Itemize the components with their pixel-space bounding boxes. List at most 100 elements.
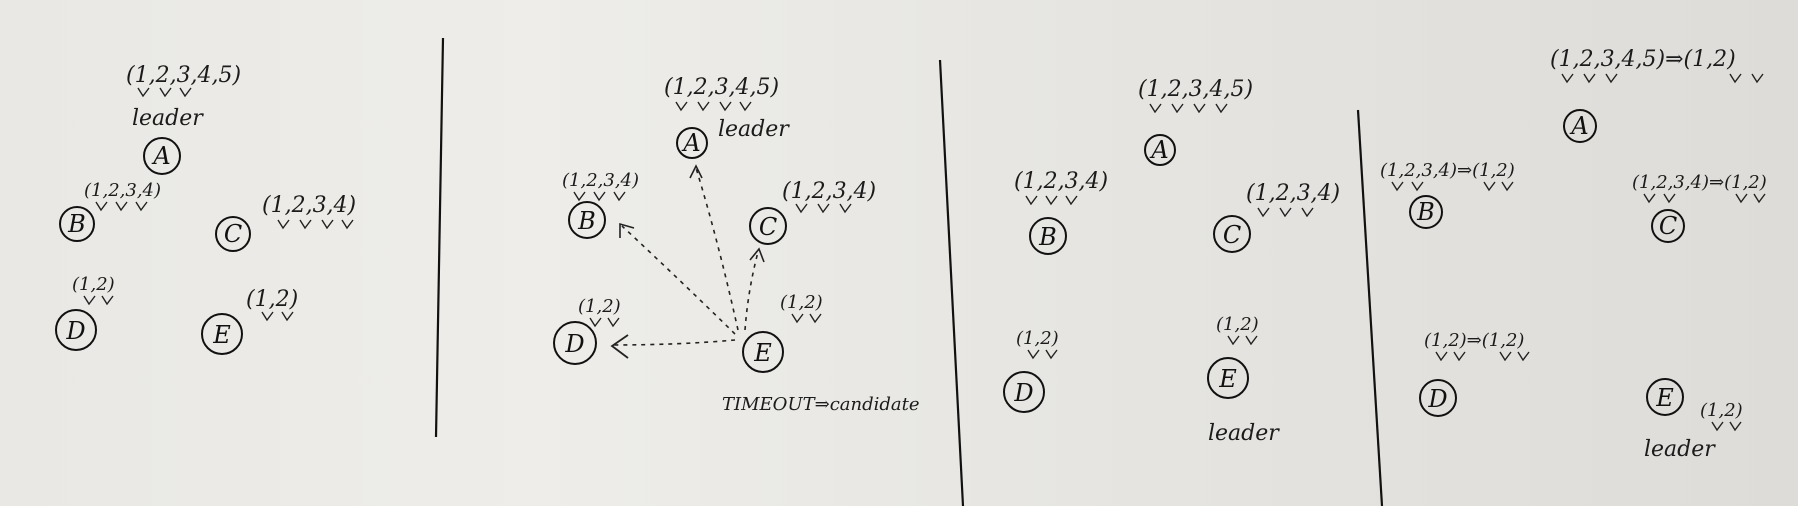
- node-b-label: B: [1038, 223, 1057, 251]
- node-d: D: [1419, 379, 1457, 417]
- node-c-log: (1,2,3,4): [782, 179, 876, 204]
- node-d-log: (1,2): [72, 274, 115, 295]
- arrowhead: [689, 164, 703, 179]
- node-e: E: [1207, 357, 1249, 399]
- commit-marks: [791, 313, 822, 324]
- node-b-label: B: [1416, 198, 1435, 226]
- node-e-log: (1,2): [780, 292, 823, 313]
- commit-marks: [1435, 351, 1530, 362]
- node-e-note: TIMEOUT⇒candidate: [722, 394, 920, 415]
- commit-marks: [1149, 103, 1228, 114]
- commit-marks: [1643, 193, 1766, 204]
- node-b-log: (1,2,3,4): [562, 170, 639, 191]
- panel-3: (1,2,3,4,5) A (1,2,3,4) B (1,2,3,4) C (1…: [1003, 77, 1340, 446]
- node-e-role: leader: [1644, 437, 1716, 462]
- panel-divider-3: [1356, 109, 1384, 506]
- node-e: E: [201, 313, 243, 355]
- node-c-log: (1,2,3,4): [1246, 181, 1340, 206]
- node-a-log: (1,2,3,4,5): [1138, 77, 1253, 102]
- node-e-label: E: [1218, 365, 1237, 393]
- node-c-log: (1,2,3,4)⇒(1,2): [1632, 172, 1767, 193]
- node-d-label: D: [564, 330, 584, 358]
- node-d-log: (1,2)⇒(1,2): [1424, 330, 1524, 351]
- node-c-log: (1,2,3,4): [262, 193, 356, 218]
- node-e: E: [742, 331, 784, 373]
- commit-marks: [675, 101, 752, 112]
- commit-marks: [137, 87, 192, 98]
- node-a-log: (1,2,3,4,5): [664, 75, 779, 100]
- node-a-label: A: [1569, 112, 1588, 140]
- panel-4: (1,2,3,4,5)⇒(1,2) A (1,2,3,4)⇒(1,2) B (1…: [1380, 47, 1767, 462]
- node-a-log: (1,2,3,4,5): [126, 63, 241, 88]
- node-a: A: [143, 137, 181, 175]
- commit-marks: [589, 317, 620, 328]
- commit-marks: [1391, 181, 1514, 192]
- arrowhead: [610, 334, 629, 359]
- node-e-log: (1,2): [1700, 400, 1743, 421]
- vote-request-arrow-a: [695, 167, 739, 331]
- node-a: A: [1144, 134, 1176, 166]
- vote-request-arrow-d: [609, 339, 736, 346]
- panel-1: (1,2,3,4,5) leader A (1,2,3,4) B (1,2,3,…: [55, 63, 356, 355]
- node-e-label: E: [212, 321, 231, 349]
- panel-divider-2: [938, 59, 965, 506]
- commit-marks: [1711, 421, 1742, 432]
- commit-marks: [573, 191, 626, 202]
- commit-marks: [1027, 349, 1058, 360]
- node-c-label: C: [1659, 212, 1677, 240]
- node-c-label: C: [1223, 221, 1241, 249]
- commit-marks: [795, 203, 852, 214]
- node-b-log: (1,2,3,4)⇒(1,2): [1380, 160, 1515, 181]
- node-c: C: [749, 207, 787, 245]
- node-c: C: [1651, 209, 1685, 243]
- node-a-label: A: [151, 142, 170, 170]
- node-b-label: B: [577, 207, 596, 235]
- node-e-label: E: [1655, 384, 1674, 412]
- node-b: B: [1029, 217, 1067, 255]
- node-d-label: D: [1427, 385, 1447, 413]
- node-d-log: (1,2): [578, 296, 621, 317]
- node-e-log: (1,2): [1216, 314, 1259, 335]
- node-c: C: [215, 216, 251, 252]
- node-a-log: (1,2,3,4,5)⇒(1,2): [1550, 47, 1736, 72]
- node-b-log: (1,2,3,4): [84, 180, 161, 201]
- node-d-label: D: [1013, 379, 1033, 407]
- vote-request-arrow-c: [744, 251, 759, 331]
- commit-marks: [1561, 73, 1764, 84]
- node-b-log: (1,2,3,4): [1014, 169, 1108, 194]
- commit-marks: [1025, 195, 1078, 206]
- commit-marks: [95, 201, 148, 212]
- node-d: D: [553, 321, 597, 365]
- panel-divider-1: [434, 37, 445, 438]
- commit-marks: [83, 295, 114, 306]
- node-a: A: [1563, 109, 1597, 143]
- node-e-role: leader: [1208, 421, 1280, 446]
- commit-marks: [1227, 335, 1258, 346]
- node-c-label: C: [759, 213, 777, 241]
- commit-marks: [277, 219, 354, 230]
- node-e-label: E: [753, 339, 772, 367]
- node-b: B: [1409, 195, 1443, 229]
- commit-marks: [1257, 207, 1314, 218]
- node-b: B: [568, 201, 606, 239]
- node-a-label: A: [1149, 136, 1168, 164]
- arrowhead: [749, 247, 765, 263]
- commit-marks: [261, 311, 294, 322]
- arrowhead: [619, 222, 635, 238]
- node-b: B: [59, 206, 95, 242]
- node-a-role: leader: [132, 106, 204, 131]
- node-e: E: [1646, 378, 1684, 416]
- node-a-role: leader: [718, 117, 790, 142]
- node-e-log: (1,2): [246, 287, 298, 312]
- node-d-log: (1,2): [1016, 328, 1059, 349]
- node-d: D: [55, 309, 97, 351]
- node-a-label: A: [681, 129, 700, 157]
- node-c-label: C: [224, 220, 242, 248]
- node-c: C: [1213, 215, 1251, 253]
- node-b-label: B: [67, 210, 86, 238]
- panel-2: (1,2,3,4,5) A leader (1,2,3,4) B (1,2,3,…: [553, 75, 920, 415]
- node-a: A: [676, 127, 708, 159]
- node-d: D: [1003, 371, 1045, 413]
- vote-request-arrow-b: [621, 225, 736, 335]
